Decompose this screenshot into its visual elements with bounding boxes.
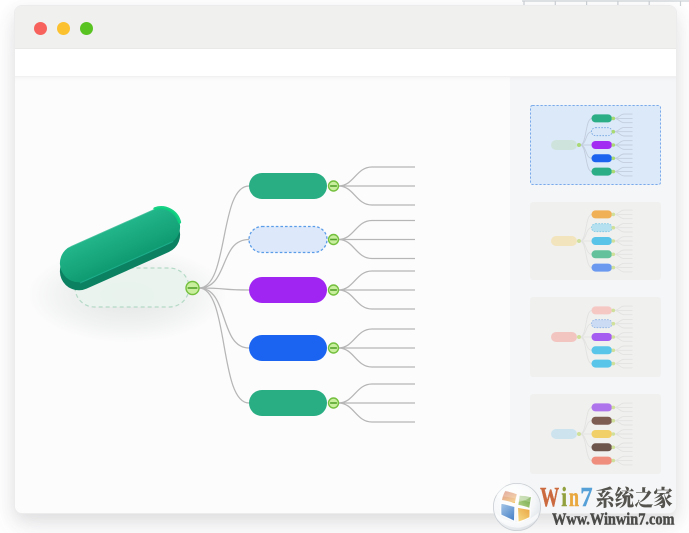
map-thumbnail-2[interactable] xyxy=(530,202,661,280)
map-node[interactable] xyxy=(249,277,327,303)
thumb-node xyxy=(591,223,613,233)
thumb-node xyxy=(591,346,612,355)
map-thumbnail-3[interactable] xyxy=(530,297,661,377)
thumb-node xyxy=(591,127,613,137)
thumb-node xyxy=(591,443,612,452)
thumb-node xyxy=(591,237,612,245)
thumb-node xyxy=(591,250,612,259)
thumb-node xyxy=(591,430,612,438)
thumb-node xyxy=(591,306,612,315)
thumb-node xyxy=(591,456,612,465)
thumb-node xyxy=(591,403,612,412)
thumb-node xyxy=(591,141,612,149)
app-window xyxy=(14,5,677,514)
thumb-node xyxy=(591,359,612,368)
window-toolbar xyxy=(15,49,676,77)
thumb-node xyxy=(591,319,613,329)
window-content xyxy=(15,77,676,513)
window-titlebar xyxy=(15,6,676,49)
map-node[interactable] xyxy=(248,225,328,254)
thumb-node xyxy=(591,263,612,272)
thumb-node xyxy=(591,167,612,176)
thumb-node xyxy=(591,416,612,425)
map-node[interactable] xyxy=(249,390,327,416)
close-button[interactable] xyxy=(34,22,47,35)
decor-3d-pill xyxy=(59,206,182,284)
ruler-ticks xyxy=(522,0,689,6)
map-node[interactable] xyxy=(249,335,327,361)
thumb-node xyxy=(591,333,612,341)
map-thumbnail-4[interactable] xyxy=(530,394,661,474)
map-thumbnail-1[interactable] xyxy=(530,105,661,185)
mindmap-canvas[interactable] xyxy=(15,77,510,513)
thumb-node xyxy=(591,154,612,163)
thumbnail-sidebar xyxy=(510,77,676,513)
thumb-node xyxy=(591,210,612,219)
zoom-button[interactable] xyxy=(80,22,93,35)
thumb-node xyxy=(591,114,612,123)
map-node[interactable] xyxy=(249,173,327,199)
minimize-button[interactable] xyxy=(57,22,70,35)
